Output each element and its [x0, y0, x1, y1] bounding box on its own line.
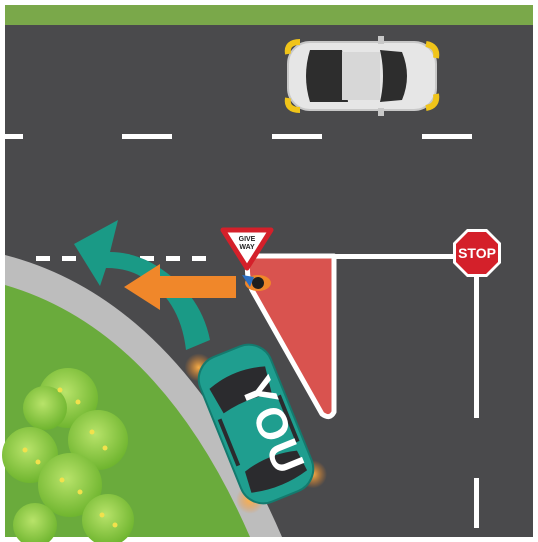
top-verge — [5, 5, 533, 25]
give-way-text-2: WAY — [239, 244, 255, 251]
oncoming-car — [288, 36, 437, 116]
stop-sign-icon: STOP — [453, 229, 501, 277]
stop-sign-text: STOP — [458, 245, 496, 261]
give-way-text-1: GIVE — [239, 236, 256, 243]
side-road-divider — [474, 272, 479, 528]
